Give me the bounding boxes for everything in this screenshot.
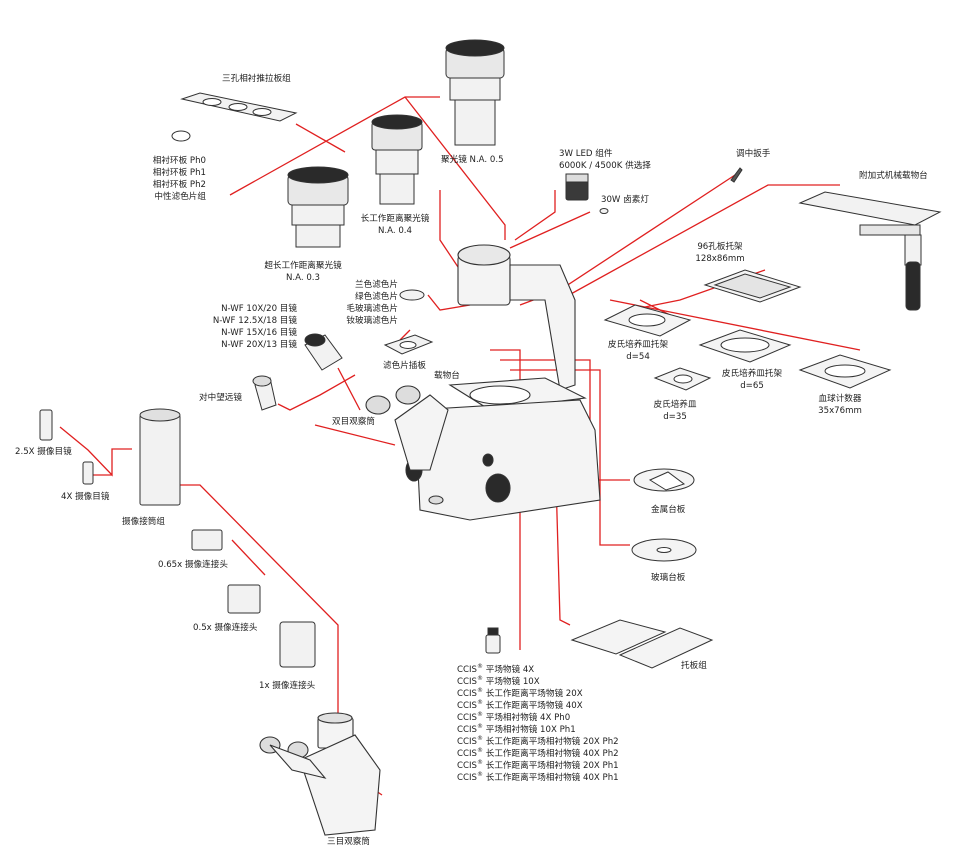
label-halogen: 30W 卤素灯 — [601, 195, 649, 205]
objective-item: CCIS® 长工作距离平场物镜 40X — [457, 699, 583, 711]
light-parts — [565, 167, 743, 214]
condenser-ulwd — [287, 166, 349, 248]
label-glass-plate: 玻璃台板 — [651, 573, 686, 583]
objective-item: CCIS® 平场物镜 4X — [457, 663, 535, 675]
label-petri-holder-65-size: d=65 — [740, 381, 764, 391]
label-hemocytometer: 血球计数器 — [818, 394, 862, 404]
mechanical-stage-illustration — [798, 191, 942, 311]
condenser-05 — [445, 39, 505, 146]
label-camera-tube-group: 摄像接筒组 — [122, 517, 165, 527]
label-petri-holder-65: 皮氏培养皿托架 — [721, 369, 783, 379]
label-plate-group: 托板组 — [681, 661, 707, 671]
label-eyepiece-12-5x: N-WF 12.5X/18 目镜 — [212, 316, 297, 326]
label-centering-telescope: 对中望远镜 — [199, 393, 242, 403]
objective-item: CCIS® 长工作距离平场相衬物镜 40X Ph1 — [457, 771, 619, 783]
objective-item: CCIS® 平场相衬物镜 4X Ph0 — [457, 711, 571, 723]
label-adapter-1: 1x 摄像连接头 — [259, 681, 316, 691]
label-petri-holder-54-size: d=54 — [626, 352, 650, 362]
trinocular-illustration — [259, 712, 381, 836]
objective-item: CCIS® 长工作距离平场物镜 20X — [457, 687, 583, 699]
microscope-body — [365, 244, 601, 521]
condenser-lwd — [371, 114, 423, 205]
label-trinocular: 三目观察筒 — [327, 837, 370, 847]
objective-item: CCIS® 长工作距离平场相衬物镜 40X Ph2 — [457, 747, 619, 759]
label-led-module: 3W LED 组件 — [559, 149, 613, 159]
label-condenser-ulwd: 超长工作距离聚光镜 — [264, 261, 342, 271]
label-condenser-lwd: 长工作距离聚光镜 — [360, 214, 430, 224]
camera-parts — [39, 408, 316, 668]
label-petri-holder-54: 皮氏培养皿托架 — [607, 340, 669, 350]
label-condenser-lwd-na: N.A. 0.4 — [377, 226, 413, 236]
objective-item: CCIS® 平场相衬物镜 10X Ph1 — [457, 723, 576, 735]
filter-illustrations — [383, 289, 434, 355]
halogen-lamp — [599, 208, 609, 214]
label-filter-slider: 滤色片插板 — [383, 361, 426, 371]
label-stage: 载物台 — [434, 371, 460, 381]
label-adapter-065: 0.65x 摄像连接头 — [158, 560, 228, 570]
label-eyepiece-15x: N-WF 15X/16 目镜 — [221, 328, 297, 338]
label-phase-ring-1: 相衬环板 Ph1 — [152, 168, 206, 178]
label-petri-dish-35-size: d=35 — [663, 412, 687, 422]
label-led-options: 6000K / 4500K 供选择 — [559, 161, 651, 171]
label-mech-stage: 附加式机械载物台 — [859, 171, 928, 181]
label-filter-nd: 钕玻璃滤色片 — [346, 316, 398, 326]
label-filter-frosted: 毛玻璃滤色片 — [346, 304, 398, 314]
label-eyepiece-20x: N-WF 20X/13 目镜 — [221, 340, 297, 350]
label-plate-holder-size: 128x86mm — [695, 254, 745, 264]
holder-illustrations — [603, 269, 892, 391]
label-adapter-05: 0.5x 摄像连接头 — [193, 623, 258, 633]
led-module — [565, 179, 589, 201]
stage-plates — [570, 468, 714, 669]
objective-item: CCIS® 长工作距离平场相衬物镜 20X Ph2 — [457, 735, 619, 747]
label-filter-green: 绿色滤色片 — [355, 292, 398, 302]
label-photo-eyepiece-25x: 2.5X 摄像目镜 — [15, 447, 72, 457]
label-phase-ring-0: 相衬环板 Ph0 — [152, 156, 206, 166]
label-slider-group: 三孔相衬推拉板组 — [222, 74, 291, 84]
objective-item: CCIS® 平场物镜 10X — [457, 675, 540, 687]
label-filter-blue: 兰色滤色片 — [355, 280, 398, 290]
label-phase-ring-2: 相衬环板 Ph2 — [152, 180, 206, 190]
label-photo-eyepiece-4x: 4X 摄像目镜 — [61, 492, 110, 502]
phase-slider-illustration — [171, 92, 298, 142]
eyepiece-illustrations — [252, 333, 343, 411]
label-hemocytometer-size: 35x76mm — [818, 406, 862, 416]
label-plate-holder: 96孔板托架 — [697, 242, 743, 252]
label-nd-filter-group: 中性滤色片组 — [154, 192, 206, 202]
label-petri-dish-35: 皮氏培养皿 — [653, 400, 697, 410]
label-wrench: 调中扳手 — [736, 149, 771, 159]
label-binocular: 双目观察筒 — [332, 417, 375, 427]
objective-item: CCIS® 长工作距离平场相衬物镜 20X Ph1 — [457, 759, 619, 771]
label-metal-plate: 金属台板 — [651, 505, 686, 515]
label-condenser-05: 聚光镜 N.A. 0.5 — [441, 155, 504, 165]
label-eyepiece-10x: N-WF 10X/20 目镜 — [221, 304, 297, 314]
condenser-illustrations — [287, 39, 505, 248]
objective-illustration — [485, 627, 501, 654]
wrench — [730, 167, 743, 183]
label-condenser-ulwd-na: N.A. 0.3 — [285, 273, 321, 283]
